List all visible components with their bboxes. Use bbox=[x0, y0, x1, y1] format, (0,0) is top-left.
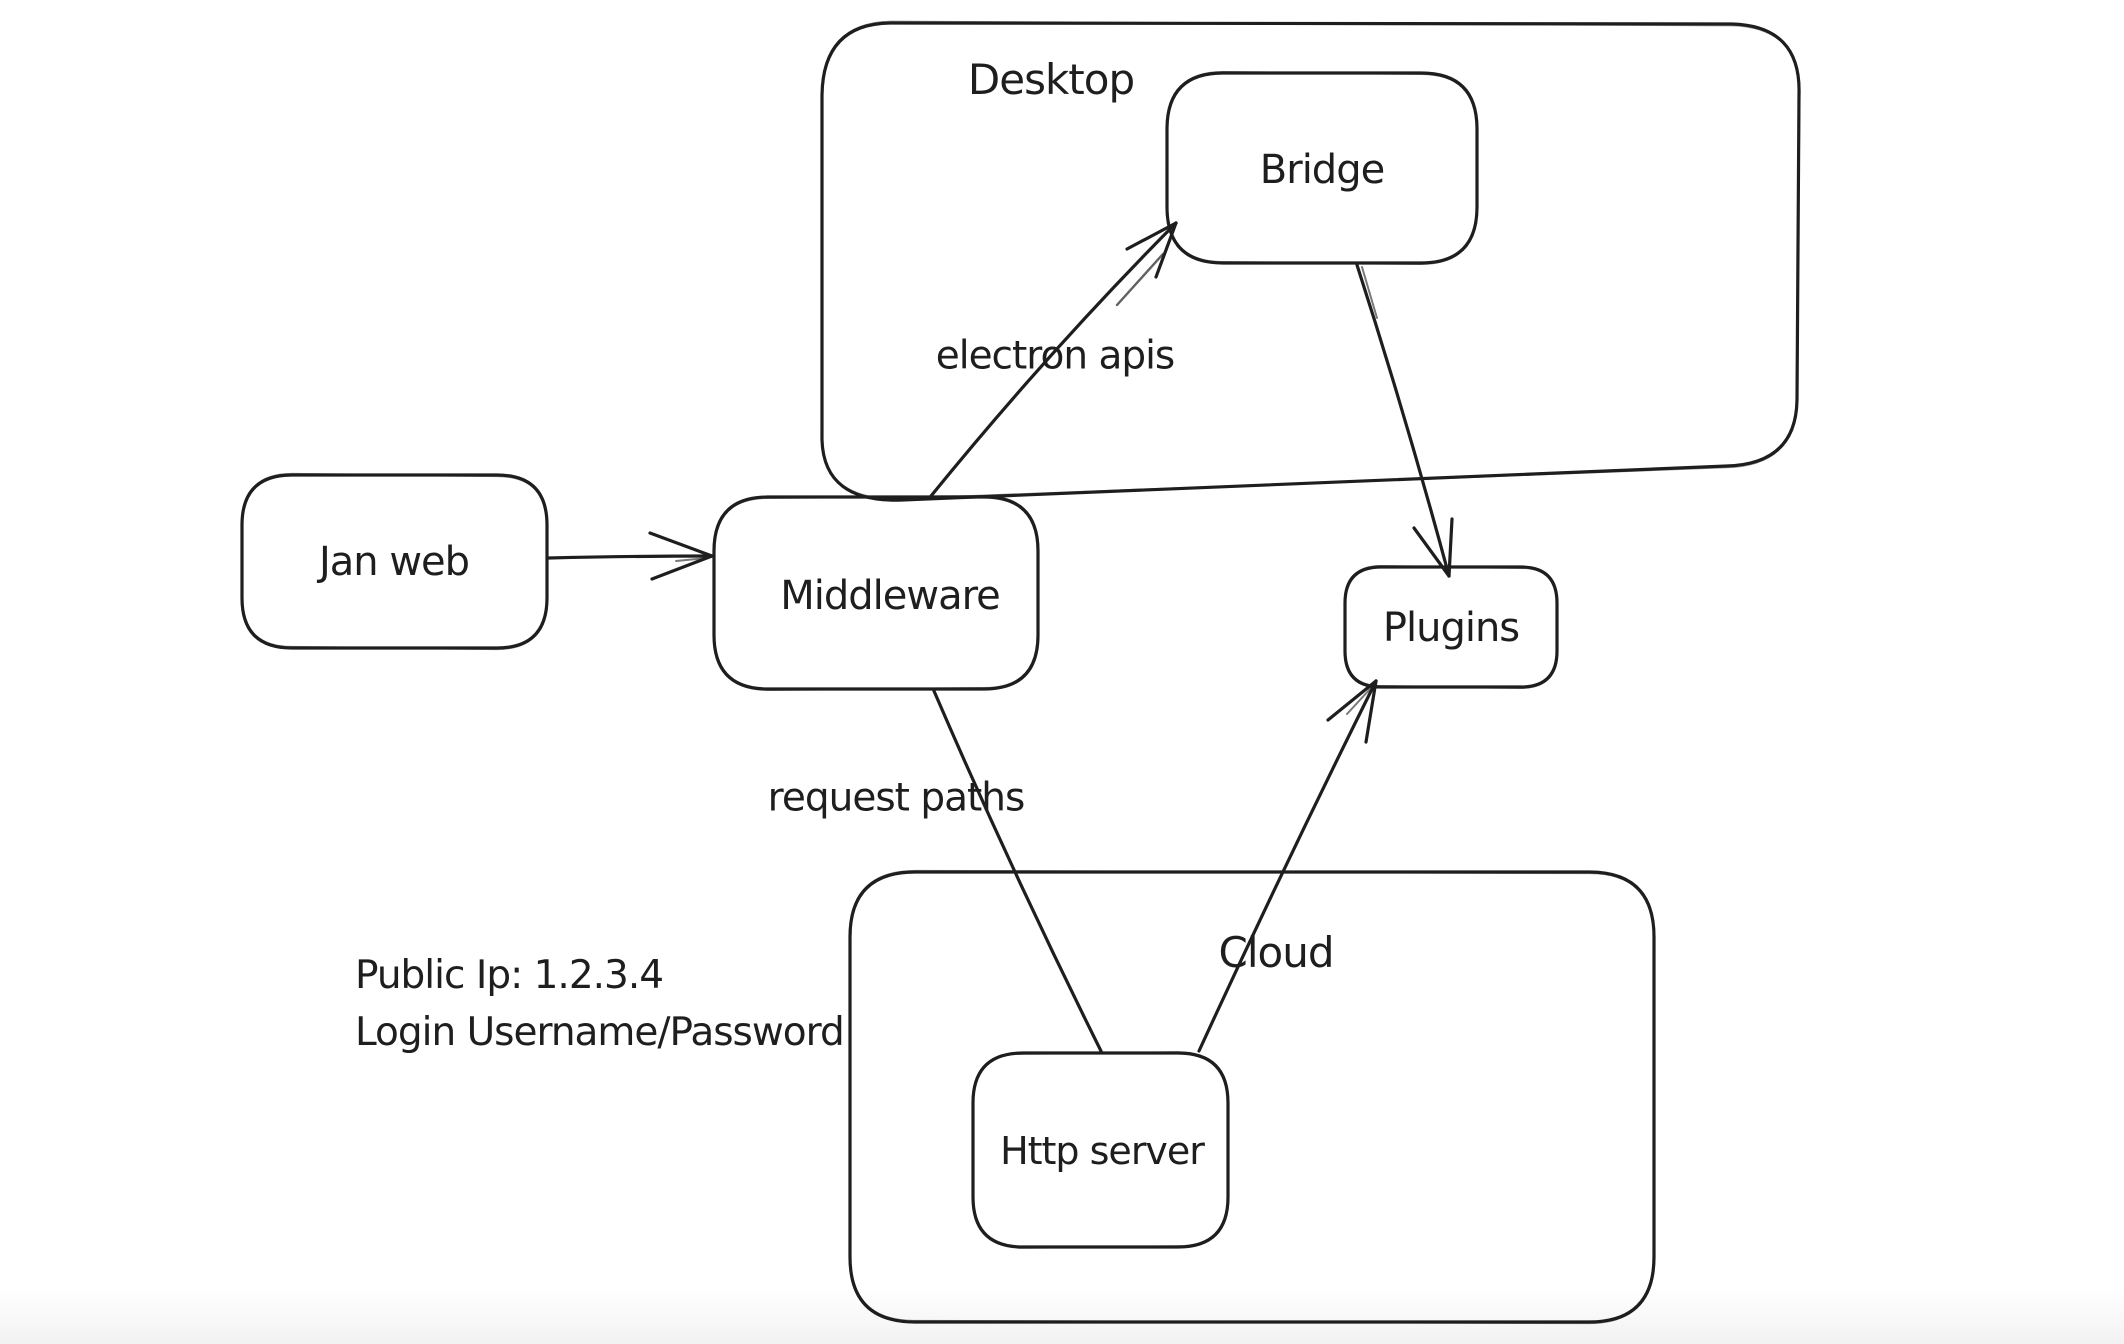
cloud-container-label[interactable]: Cloud bbox=[1218, 927, 1335, 977]
desktop-container-label[interactable]: Desktop bbox=[967, 54, 1135, 104]
arrowhead-stroke bbox=[1364, 679, 1378, 744]
plugins-node-label[interactable]: Plugins bbox=[1382, 605, 1520, 651]
arrowhead-stroke bbox=[648, 531, 714, 558]
edge-label-electron-apis[interactable]: electron apis bbox=[935, 333, 1176, 379]
edge-jan-web-to-middleware[interactable] bbox=[547, 531, 714, 581]
sketch-stroke bbox=[1361, 266, 1378, 319]
annotation-login[interactable]: Login Username/Password bbox=[355, 1010, 845, 1055]
sketch-stroke bbox=[1346, 687, 1372, 715]
middleware-node-label[interactable]: Middleware bbox=[780, 573, 1001, 619]
sketch-stroke bbox=[675, 557, 708, 562]
annotation-public-ip[interactable]: Public Ip: 1.2.3.4 bbox=[355, 953, 664, 998]
arrowhead-stroke bbox=[1326, 679, 1378, 722]
arrowhead-stroke bbox=[1412, 526, 1451, 578]
bridge-node-label[interactable]: Bridge bbox=[1259, 147, 1385, 193]
jan-web-node-label[interactable]: Jan web bbox=[318, 539, 470, 585]
edge-middleware-to-http-server[interactable] bbox=[932, 689, 1103, 1053]
edge-label-request-paths[interactable]: request paths bbox=[767, 775, 1026, 821]
edge-http-server-to-plugins[interactable] bbox=[1197, 679, 1378, 1053]
arrowhead-stroke bbox=[650, 554, 714, 581]
arrowhead-stroke bbox=[1154, 221, 1178, 279]
edge-bridge-to-plugins[interactable] bbox=[1355, 263, 1454, 578]
arrowhead-stroke bbox=[1447, 517, 1454, 578]
sketch-stroke bbox=[1115, 252, 1165, 307]
http-server-node-label[interactable]: Http server bbox=[1000, 1129, 1205, 1174]
edge-middleware-to-bridge[interactable] bbox=[929, 221, 1178, 498]
arrowhead-stroke bbox=[1125, 221, 1178, 251]
